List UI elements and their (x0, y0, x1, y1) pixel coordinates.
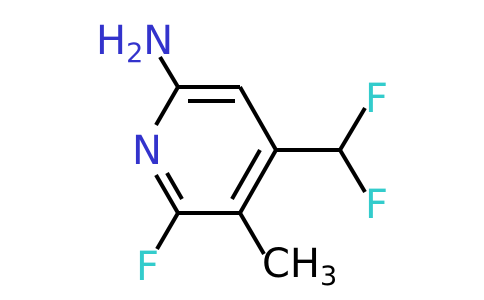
double-bond-c6-n1 (165, 172, 184, 200)
bond-c6-f (155, 211, 180, 251)
ring-nitrogen-label: N (132, 128, 162, 174)
bond-n1-c2 (154, 85, 180, 127)
bond-c5-methyl (238, 211, 266, 256)
bond-c6-n1 (154, 173, 180, 215)
difluoromethyl-bottom-fluorine-label: F (365, 182, 388, 228)
difluoromethyl-top-fluorine-label: F (365, 76, 388, 122)
ring-fluorine-label: F (136, 244, 159, 290)
bond-chf2-f-bottom (338, 148, 367, 194)
amine-label: H2N (96, 18, 173, 69)
bond-c3-c4 (238, 86, 278, 151)
methyl-label: CH3 (262, 241, 337, 292)
double-bond-c4-c5 (230, 149, 262, 200)
bond-chf2-f-top (338, 106, 367, 152)
bond-c2-nh2 (158, 55, 180, 89)
bond-c4-c5 (238, 149, 278, 214)
